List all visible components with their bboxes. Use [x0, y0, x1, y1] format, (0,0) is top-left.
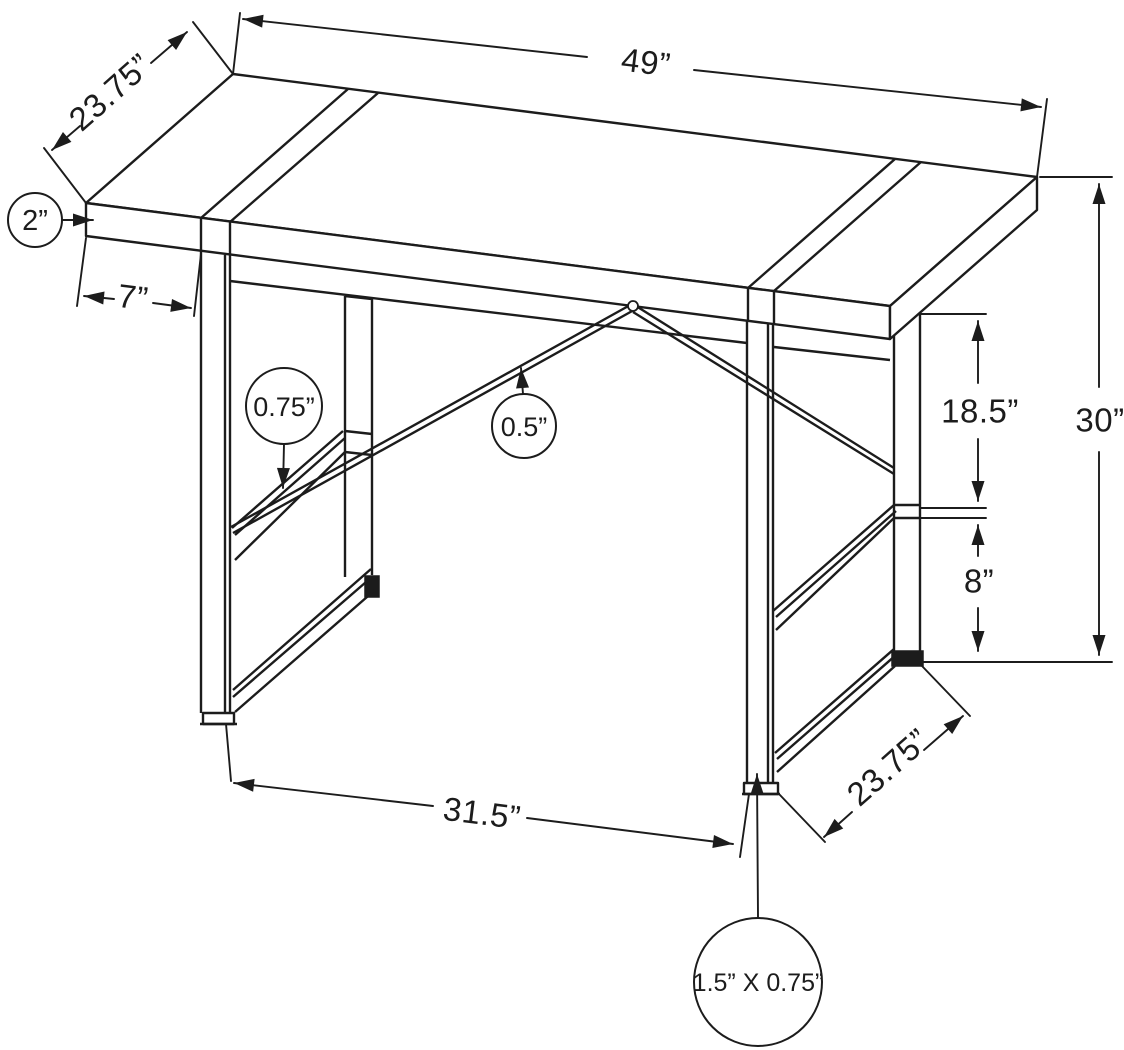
- stretcher-to-floor-label: 8”: [964, 563, 994, 600]
- right-stretcher: [772, 503, 920, 631]
- right-leg-frame: [742, 313, 924, 796]
- frame-tube-size-label: 1.5” X 0.75”: [693, 969, 824, 997]
- apron-beam: [229, 279, 891, 362]
- dimension-top-to-stretcher: 18.5”: [919, 313, 1019, 509]
- dimension-overall-height: 30”: [919, 176, 1124, 663]
- top-depth-label: 23.75”: [62, 46, 159, 138]
- callout-brace-thickness: 0.5”: [491, 367, 557, 459]
- left-stretcher: [231, 429, 373, 561]
- desktop-slab: [84, 72, 1039, 341]
- stretcher-thickness-label: 0.75”: [253, 392, 315, 422]
- leg-top-rails: [199, 88, 922, 324]
- top-to-stretcher-label: 18.5”: [941, 393, 1019, 430]
- overhang-label: 7”: [116, 277, 151, 317]
- right-floor-runner: [774, 648, 897, 773]
- desk-line-drawing: [84, 72, 1039, 796]
- dimension-leg-depth: 23.75”: [778, 665, 971, 843]
- left-floor-runner: [232, 568, 376, 713]
- callout-stretcher-thickness: 0.75”: [245, 367, 323, 489]
- left-leg-frame: [199, 251, 380, 726]
- brace-thickness-label: 0.5”: [501, 412, 548, 442]
- callout-frame-tube-size: 1.5” X 0.75”: [693, 773, 824, 1047]
- dimension-top-width: 49”: [232, 12, 1048, 178]
- cross-braces: [230, 300, 895, 535]
- right-back-foot: [891, 650, 924, 667]
- dimension-leg-spacing: 31.5”: [225, 723, 750, 858]
- top-thickness-label: 2”: [22, 205, 48, 237]
- leg-spacing-label: 31.5”: [441, 790, 523, 836]
- callout-top-thickness: 2”: [7, 192, 94, 248]
- overall-height-label: 30”: [1075, 402, 1124, 439]
- dimension-overhang: 7”: [76, 237, 202, 317]
- leg-depth-label: 23.75”: [840, 721, 937, 813]
- dimension-stretcher-to-floor: 8”: [919, 517, 994, 652]
- top-width-label: 49”: [619, 41, 672, 84]
- brace-apex-joint: [627, 300, 639, 312]
